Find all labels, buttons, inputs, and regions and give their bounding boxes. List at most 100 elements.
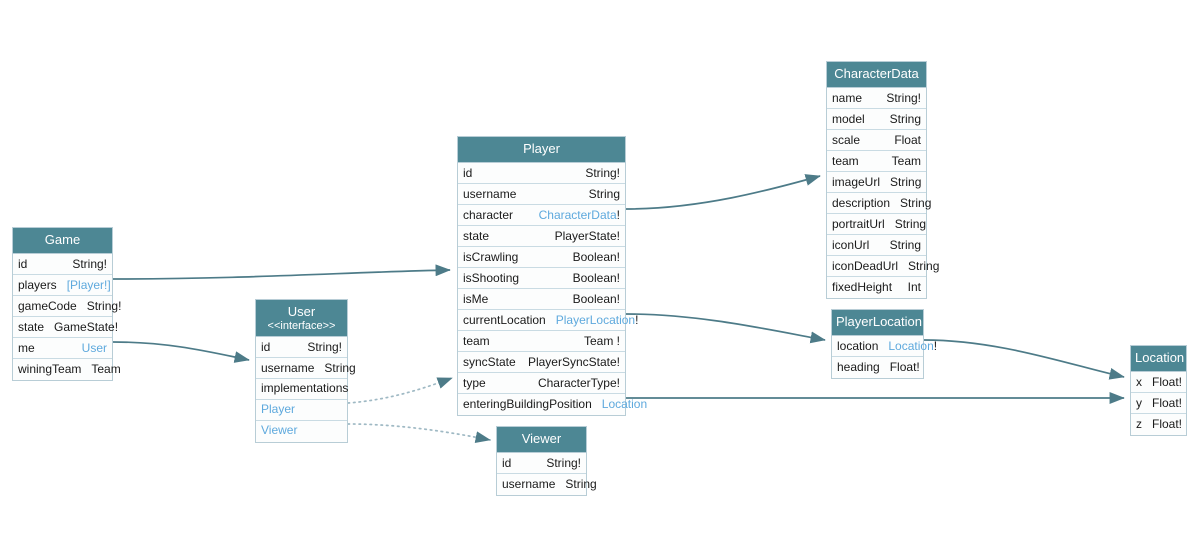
field-name: isCrawling — [463, 249, 519, 264]
field-name: id — [502, 455, 512, 470]
field-row: username String — [497, 473, 597, 495]
field-type: String! — [86, 298, 122, 313]
field-type: Boolean! — [572, 291, 620, 306]
field-name: username — [261, 361, 315, 376]
field-row: iconDeadUrl String — [827, 255, 939, 277]
field-name: team — [832, 153, 859, 168]
field-row: currentLocation PlayerLocation! — [458, 309, 638, 331]
field-type: String — [900, 195, 932, 210]
field-name: name — [832, 90, 863, 105]
entity-viewer[interactable]: Viewer id String! username String — [496, 426, 597, 496]
edge-game-me-to-user — [112, 341, 250, 363]
field-type: String — [908, 258, 940, 273]
field-row: character CharacterData! — [458, 204, 625, 226]
field-type: Team ! — [583, 333, 620, 348]
entity-header-viewer: Viewer — [497, 427, 586, 453]
field-type: Team — [891, 153, 921, 168]
field-row: z Float! — [1131, 413, 1186, 435]
field-type: Float! — [889, 360, 920, 375]
field-name: iconUrl — [832, 237, 870, 252]
field-name: me — [18, 340, 35, 355]
field-type: String — [894, 216, 927, 231]
field-name: portraitUrl — [832, 216, 885, 231]
field-row: players [Player!] — [13, 274, 112, 296]
field-type: String — [565, 477, 597, 492]
field-name: description — [832, 195, 891, 210]
field-type: PlayerState! — [554, 228, 620, 243]
entity-header-playerlocation: PlayerLocation — [832, 310, 923, 336]
field-type: String! — [307, 340, 342, 355]
entity-header-game: Game — [13, 228, 112, 254]
field-name: username — [502, 477, 556, 492]
field-name: iconDeadUrl — [832, 258, 899, 273]
field-name: id — [463, 165, 473, 180]
field-name: type — [463, 375, 486, 390]
implementation-player[interactable]: Player — [256, 400, 347, 422]
entity-header-location: Location — [1131, 346, 1186, 372]
field-name: fixedHeight — [832, 280, 893, 295]
field-name: imageUrl — [832, 174, 881, 189]
field-name: players — [18, 277, 57, 292]
field-name: y — [1136, 395, 1142, 410]
field-type: GameState! — [54, 319, 119, 334]
field-row: id String! — [497, 452, 586, 474]
field-type[interactable]: PlayerLocation! — [555, 312, 639, 327]
field-type: Boolean! — [572, 270, 620, 285]
field-type: Int — [907, 280, 921, 295]
field-type: String — [324, 361, 356, 376]
entity-header-characterdata: CharacterData — [827, 62, 926, 88]
field-type: String — [890, 174, 922, 189]
field-row: imageUrl String — [827, 171, 926, 193]
field-type: PlayerSyncState! — [527, 354, 620, 369]
field-name: z — [1136, 417, 1142, 432]
field-name: id — [18, 256, 28, 271]
field-name: character — [463, 207, 514, 222]
field-type[interactable]: Location! — [888, 338, 938, 353]
entity-stereotype: <<interface>> — [267, 319, 336, 332]
field-name: isMe — [463, 291, 489, 306]
field-row: id String! — [458, 162, 625, 184]
field-type[interactable]: [Player!] — [66, 277, 111, 292]
implementation-viewer[interactable]: Viewer — [256, 421, 347, 443]
field-type: String! — [546, 455, 581, 470]
edge-game-players-to-player — [112, 264, 451, 280]
field-row: fixedHeight Int — [827, 276, 926, 298]
field-name: currentLocation — [463, 312, 546, 327]
field-row: username String — [256, 358, 356, 380]
entity-header-player: Player — [458, 137, 625, 163]
field-type: Float! — [1152, 417, 1183, 432]
entity-header-user: User<<interface>> — [256, 300, 347, 338]
edge-player-currentlocation-to-playerlocation — [625, 313, 826, 344]
field-type[interactable]: CharacterData! — [538, 207, 620, 222]
field-name: enteringBuildingPosition — [463, 397, 592, 412]
field-row: me User — [13, 337, 112, 359]
field-type[interactable]: User — [81, 340, 107, 355]
field-row: team Team — [827, 150, 926, 172]
field-type: String — [588, 186, 620, 201]
field-type: Float — [894, 132, 921, 147]
field-name: syncState — [463, 354, 516, 369]
field-type: String! — [585, 165, 620, 180]
field-name: x — [1136, 374, 1142, 389]
field-type[interactable]: Location — [601, 397, 648, 412]
field-row: syncState PlayerSyncState! — [458, 351, 625, 373]
edge-user-viewer-implementation — [347, 423, 491, 444]
field-type: String! — [886, 90, 921, 105]
edge-playerlocation-location-to-location — [923, 339, 1125, 380]
